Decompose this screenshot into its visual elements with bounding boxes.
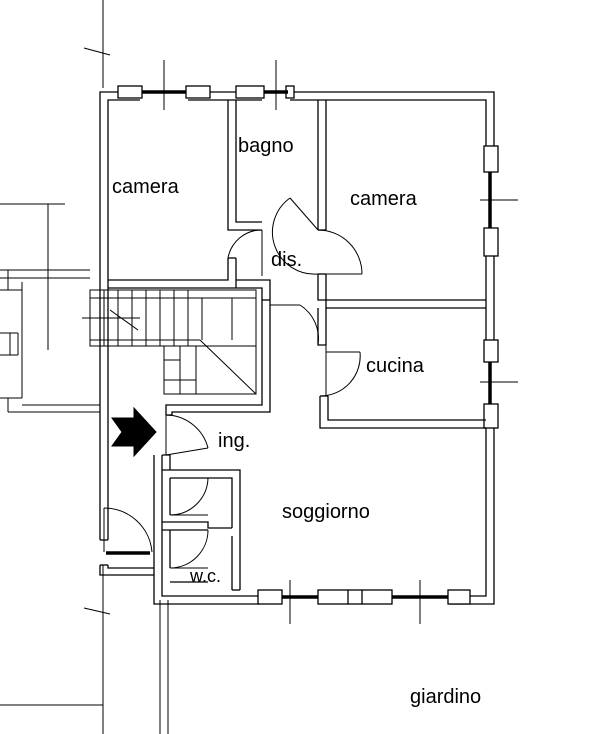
door-cucina bbox=[319, 345, 361, 397]
window-right-cucina bbox=[480, 339, 518, 429]
label-soggiorno: soggiorno bbox=[282, 501, 370, 523]
label-camera-right: camera bbox=[350, 188, 418, 210]
door-camera-left bbox=[227, 229, 263, 276]
label-giardino: giardino bbox=[410, 686, 481, 708]
context-lines bbox=[0, 0, 169, 734]
door-wc-lower bbox=[169, 529, 209, 569]
door-entrance bbox=[165, 414, 209, 456]
entrance-arrow-icon bbox=[111, 406, 157, 458]
door-camera-right bbox=[271, 197, 363, 275]
label-camera-left: camera bbox=[112, 176, 180, 198]
label-bagno: bagno bbox=[238, 135, 294, 157]
door-wc-upper bbox=[169, 477, 209, 516]
window-bottom-soggiorno bbox=[257, 580, 471, 624]
staircase bbox=[82, 289, 257, 395]
label-ing: ing. bbox=[218, 430, 250, 452]
external-walls bbox=[99, 91, 495, 605]
window-top-left bbox=[117, 60, 211, 110]
window-right-camera bbox=[480, 145, 518, 257]
door-dis-bottom bbox=[270, 304, 319, 346]
label-wc: w.c. bbox=[189, 566, 221, 586]
label-cucina: cucina bbox=[366, 355, 425, 377]
door-side-exit bbox=[103, 507, 153, 553]
label-dis: dis. bbox=[271, 249, 302, 271]
window-top-bagno bbox=[235, 60, 295, 110]
interior-walls bbox=[108, 100, 486, 591]
